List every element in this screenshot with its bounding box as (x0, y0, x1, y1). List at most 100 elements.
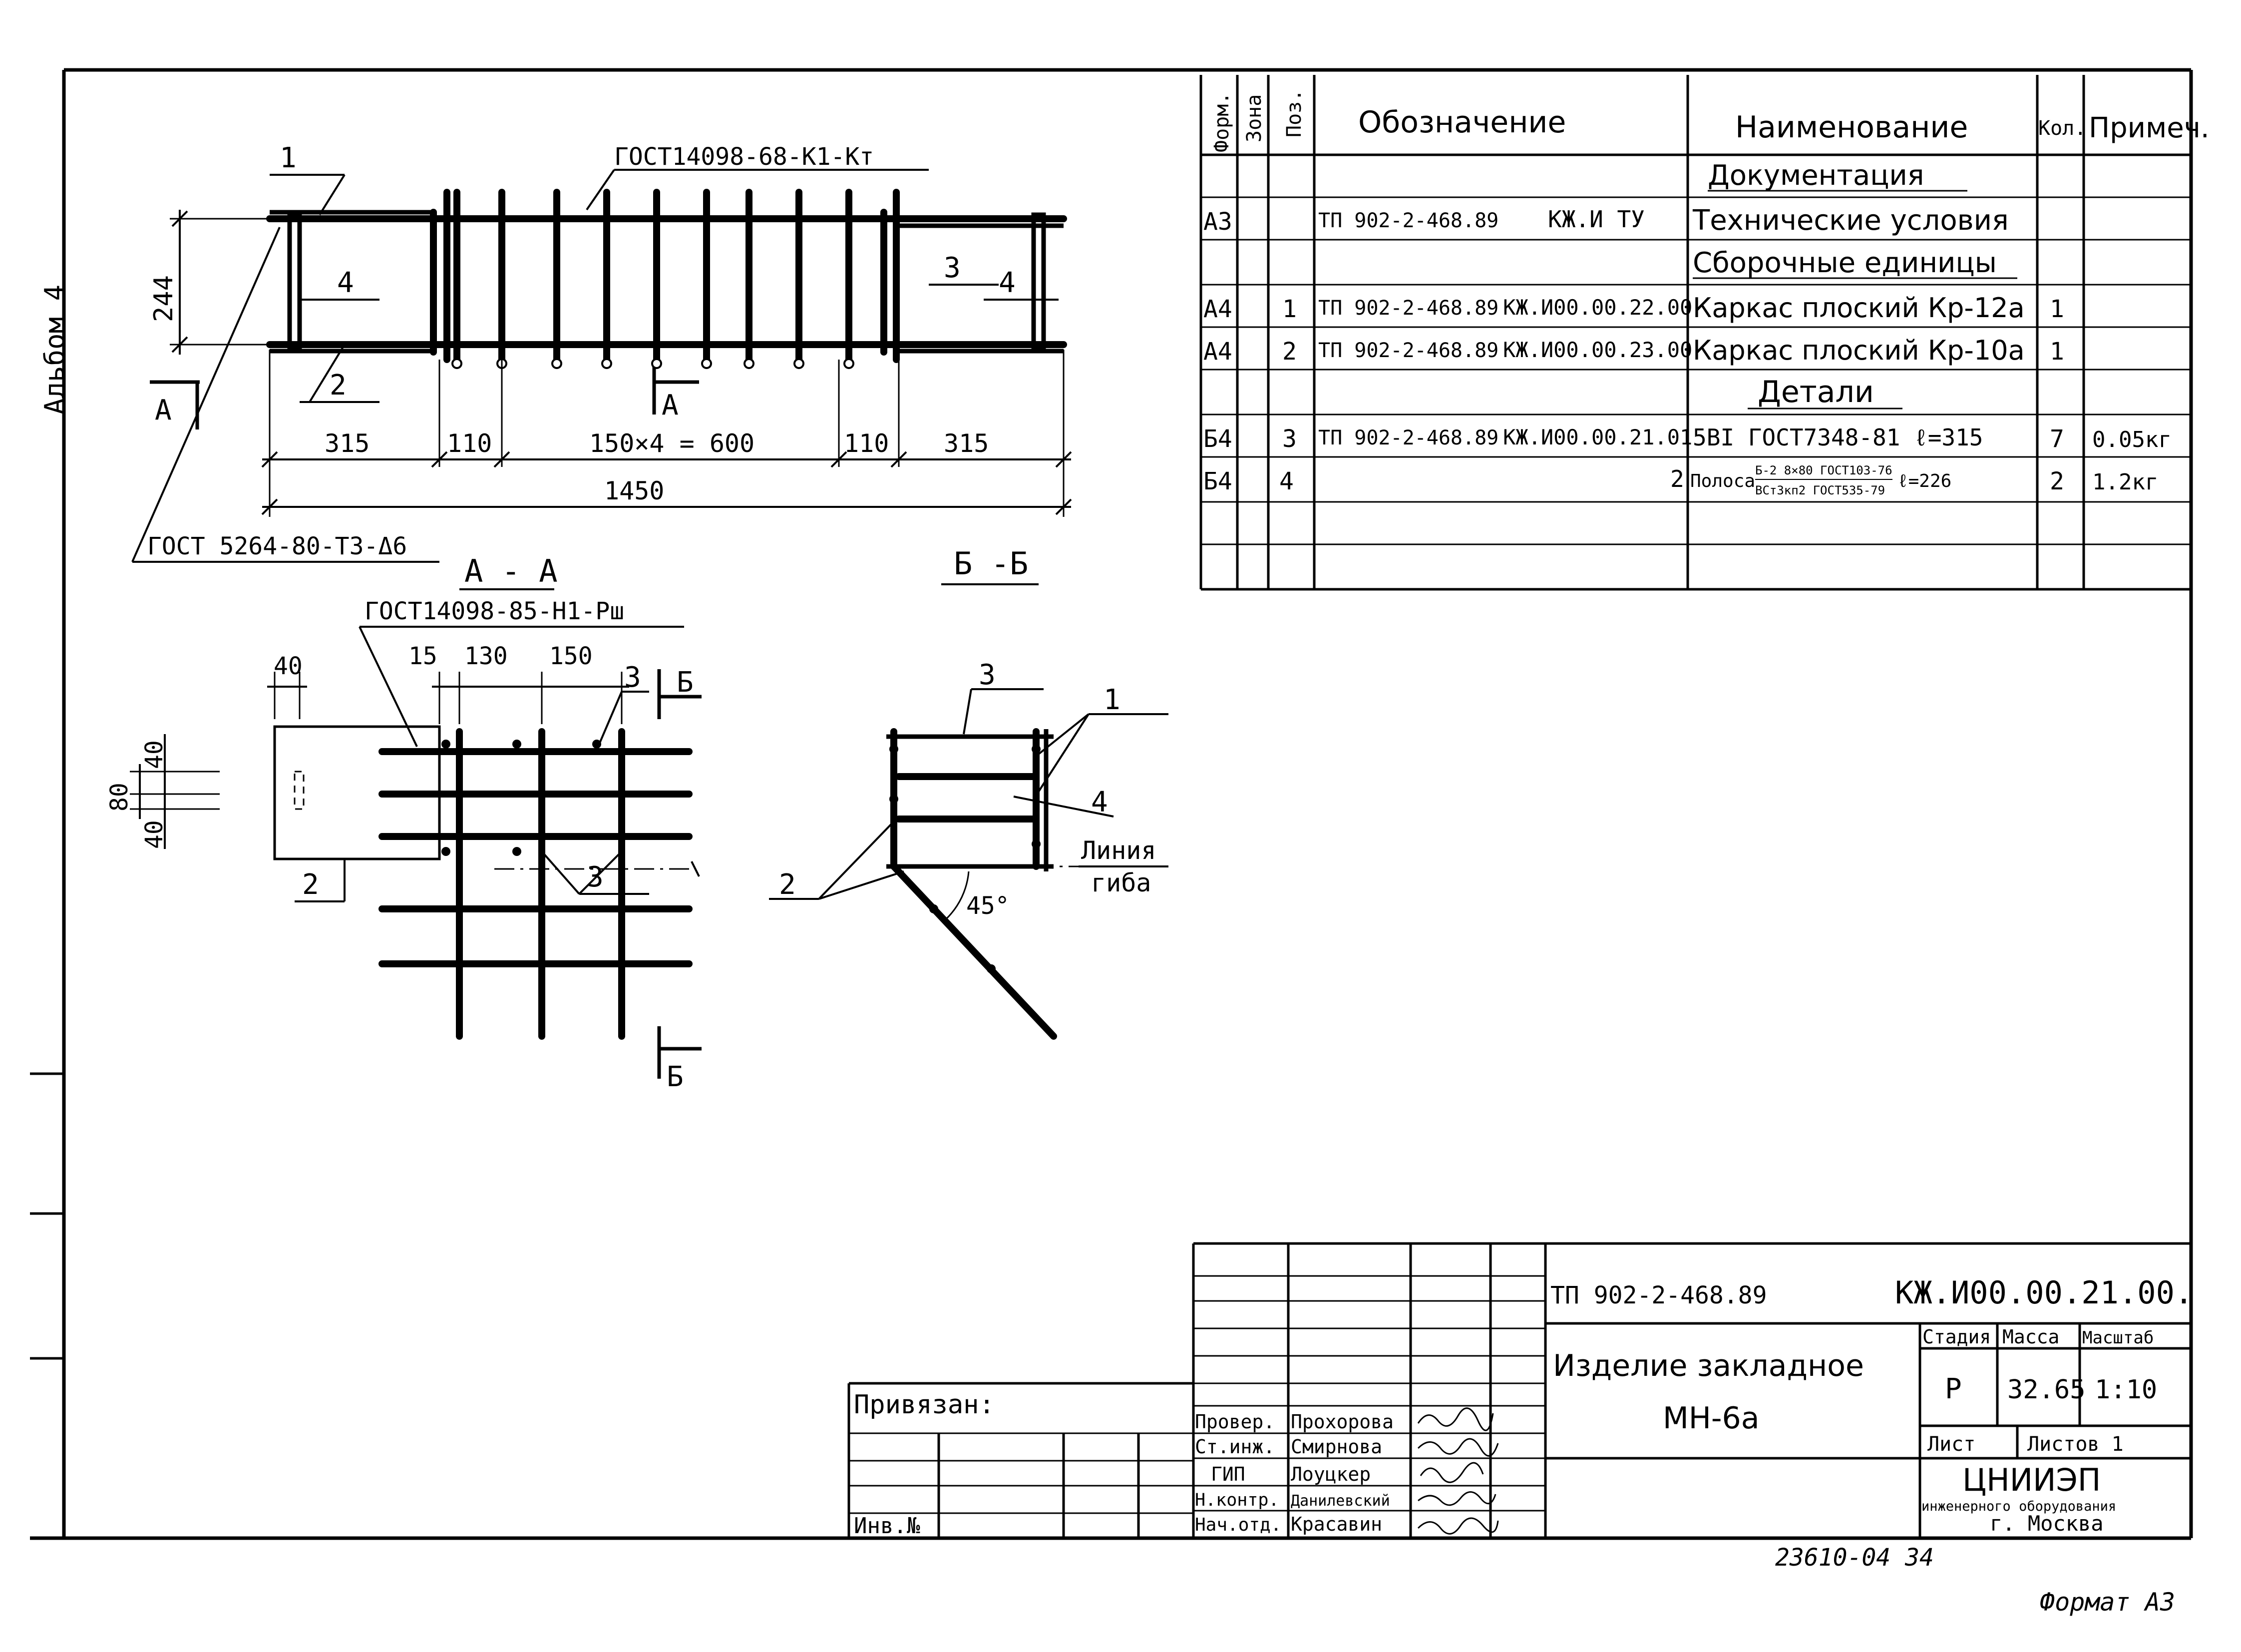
doc-number: 23610-04 34 (1775, 1544, 1934, 1572)
plan-rebar-ends (451, 358, 854, 369)
plan-dim-2: 110 (447, 429, 492, 458)
spec-row6-qty: 7 (2050, 425, 2064, 453)
aa-dim-40-left-top: 40 (140, 740, 168, 769)
signer-1-name: Прохорова (1291, 1411, 1394, 1433)
spec-row4-doc: ТП 902-2-468.89 (1318, 339, 1498, 362)
spec-row6-code: КЖ.И00.00.21.01 (1503, 425, 1692, 449)
title-name-line2: МН-6а (1663, 1401, 1759, 1436)
spec-header-format: Форм. (1210, 92, 1233, 152)
spec-header-name: Наименование (1735, 110, 1968, 145)
spec-row7-note: 1.2кг (2092, 469, 2158, 495)
spec-header-pos: Поз. (1283, 89, 1306, 137)
spec-row4-qty: 1 (2050, 338, 2064, 366)
aa-cut-mark-bottom: Б (667, 1061, 684, 1093)
spec-row6-doc: ТП 902-2-468.89 (1318, 426, 1498, 449)
title-code: КЖ.И00.00.21.00. (1895, 1274, 2193, 1311)
spec-row1-format: А3 (1203, 208, 1232, 236)
bb-pos-1: 1 (1104, 684, 1120, 716)
bb-bend-line-2: гиба (1091, 868, 1151, 897)
section-aa-title: А - А (464, 553, 558, 589)
spec-row6-note: 0.05кг (2092, 427, 2172, 452)
bb-pos-3: 3 (979, 659, 996, 691)
inv-label: Инв.№ (854, 1513, 920, 1539)
signer-4-role: Н.контр. (1195, 1490, 1279, 1510)
title-label-mass: Масса (2002, 1326, 2059, 1348)
spec-row3-doc: ТП 902-2-468.89 (1318, 297, 1498, 320)
spec-row7-name: Полоса (1690, 471, 1755, 491)
signer-5-name: Красавин (1291, 1513, 1382, 1535)
plan-dim-chain: 315 110 150×4 = 600 110 315 1450 (261, 350, 1072, 517)
aa-pos-3-top: 3 (624, 661, 641, 694)
spec-row1-doc: ТП 902-2-468.89 (1318, 209, 1498, 232)
spec-row1-code: КЖ.И ТУ (1548, 206, 1645, 233)
strip-left (287, 212, 302, 351)
spec-row3-name: Каркас плоский Кр-12а (1693, 292, 2025, 324)
spec-row4-pos: 2 (1282, 338, 1297, 366)
bb-bend-line-1: Линия (1081, 836, 1156, 865)
aa-dim-80: 80 (105, 783, 133, 812)
title-label-sheet: Лист (1927, 1433, 1975, 1456)
aa-pos-3-bottom: 3 (587, 861, 604, 893)
signer-4-name: Данилевский (1291, 1492, 1390, 1510)
title-org-line2: инженерного оборудования (1921, 1499, 2116, 1514)
section-aa-weld-note: ГОСТ14098-85-Н1-Рш (365, 597, 624, 625)
bb-angle: 45° (966, 892, 1010, 920)
plan-rebars (453, 189, 852, 363)
title-scale: 1:10 (2095, 1375, 2157, 1405)
spec-header-note: Примеч. (2089, 112, 2210, 144)
title-label-stage: Стадия (1922, 1326, 1991, 1348)
plan-dim-5: 315 (944, 429, 989, 458)
spec-section-documentation: Документация (1708, 159, 1924, 192)
bb-pos-4: 4 (1091, 786, 1108, 819)
title-project: ТП 902-2-468.89 (1550, 1281, 1767, 1309)
spec-header-designation: Обозначение (1358, 105, 1566, 140)
spec-row3-pos: 1 (1282, 295, 1297, 323)
title-mass: 32.65 (2007, 1375, 2086, 1405)
spec-row7-code: 2 (1670, 465, 1684, 492)
pos-label-1: 1 (280, 142, 297, 174)
spec-row7-format: Б4 (1203, 467, 1232, 495)
signer-1-role: Провер. (1195, 1411, 1275, 1433)
spec-row6-pos: 3 (1282, 425, 1297, 453)
aa-dim-130: 130 (464, 642, 508, 670)
plan-dim-total: 1450 (604, 476, 664, 505)
plan-dim-height: 244 (149, 275, 179, 322)
spec-row3-code: КЖ.И00.00.22.00 (1503, 295, 1692, 320)
spec-row4-format: А4 (1203, 338, 1232, 366)
spec-section-assemblies: Сборочные единицы (1693, 247, 1997, 279)
spec-row6-name: 5ВI ГОСТ7348-81 ℓ=315 (1693, 424, 1983, 451)
plan-dim-3: 150×4 = 600 (589, 429, 754, 458)
strip-right (1031, 212, 1046, 351)
spec-header-zone: Зона (1243, 94, 1266, 142)
signer-2-role: Ст.инж. (1195, 1436, 1275, 1458)
spec-row7-qty: 2 (2050, 467, 2064, 495)
pos-label-3: 3 (944, 252, 961, 284)
spec-row1-name: Технические условия (1692, 204, 2009, 237)
bb-pos-2: 2 (779, 868, 796, 901)
spec-row7-len: ℓ=226 (1897, 471, 1951, 491)
pos-label-4-left: 4 (337, 267, 354, 299)
section-bb-title: Б -Б (954, 545, 1028, 582)
section-bb: Б -Б 45° 3 1 4 2 Линия (769, 545, 1168, 1040)
signer-3-role: ГИП (1211, 1463, 1245, 1485)
title-label-sheets: Листов 1 (2027, 1433, 2124, 1456)
aa-dim-15: 15 (408, 642, 437, 670)
spec-section-details: Детали (1758, 375, 1874, 410)
spec-row7-pos: 4 (1279, 467, 1294, 495)
title-name-line1: Изделие закладное (1553, 1348, 1864, 1383)
album-label: Альбом 4 (39, 285, 70, 414)
pos-label-2: 2 (330, 369, 347, 402)
aa-dim-40-left-bottom: 40 (140, 820, 168, 849)
spec-row3-format: А4 (1203, 295, 1232, 323)
title-org-line1: ЦНИИЭП (1962, 1462, 2101, 1498)
plan-dim-1: 315 (325, 429, 370, 458)
spec-row7-frac-bottom: ВСт3кп2 ГОСТ535-79 (1755, 483, 1885, 497)
signer-2-name: Смирнова (1291, 1436, 1382, 1458)
spec-table: Форм. Зона Поз. Обозначение Наименование… (1199, 75, 2210, 591)
title-stage: Р (1945, 1373, 1962, 1405)
signatures (1417, 1407, 1499, 1535)
spec-row4-name: Каркас плоский Кр-10а (1693, 335, 2025, 366)
spec-row4-code: КЖ.И00.00.23.00 (1503, 338, 1692, 362)
pos-label-4-right: 4 (999, 267, 1016, 299)
